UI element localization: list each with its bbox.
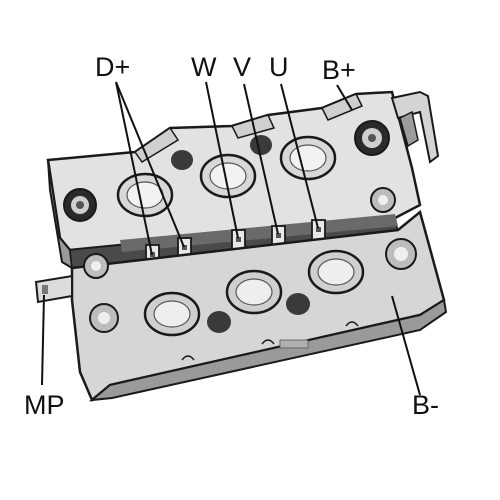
lower-diode-row — [143, 249, 365, 337]
leader-b-plus — [336, 84, 353, 111]
leader-mp — [41, 294, 45, 386]
label-u: U — [269, 52, 289, 82]
label-d-plus: D+ — [95, 52, 130, 82]
label-b-plus: B+ — [322, 55, 356, 85]
upper-hole-2 — [250, 135, 272, 155]
leader-w — [205, 81, 239, 239]
label-mp: MP — [24, 390, 65, 420]
leader-d-plus-2 — [115, 81, 185, 248]
upper-hole-1 — [171, 150, 193, 170]
terminal-tabs — [145, 219, 326, 266]
leader-v — [243, 83, 279, 235]
part-marking — [279, 339, 309, 349]
leader-b-minus — [391, 295, 421, 396]
lower-hole-2 — [286, 293, 310, 315]
leader-lines — [41, 81, 421, 396]
b-plus-bracket — [390, 90, 440, 164]
lower-hole-1 — [207, 311, 231, 333]
mp-tab — [34, 274, 73, 304]
upper-eyelets — [63, 120, 396, 222]
lower-eyelets — [83, 238, 417, 333]
label-b-minus: B- — [412, 390, 439, 420]
upper-diode-row — [116, 135, 337, 218]
label-w: W — [191, 52, 217, 82]
label-v: V — [233, 52, 251, 82]
leader-u — [280, 83, 319, 229]
leader-d-plus-1 — [115, 81, 153, 256]
